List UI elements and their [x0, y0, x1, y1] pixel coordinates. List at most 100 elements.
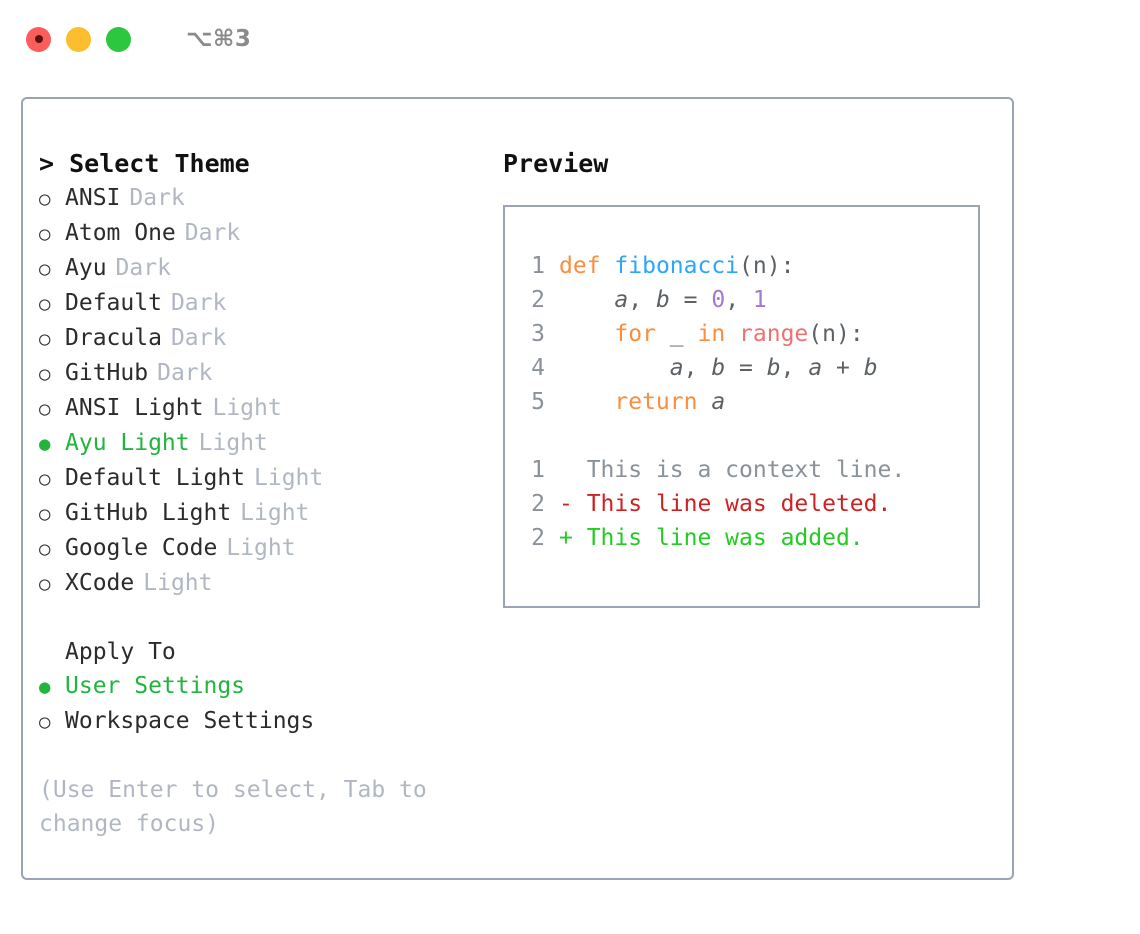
- theme-option-variant-tag: Dark: [115, 255, 171, 281]
- apply-to-option[interactable]: ● User Settings: [39, 669, 503, 704]
- apply-to-option-label: User Settings: [65, 673, 246, 699]
- code-token: 0: [711, 287, 726, 313]
- theme-option-variant-tag: Light: [212, 395, 282, 421]
- theme-option-label: Ayu: [65, 255, 107, 281]
- code-token: a: [669, 355, 684, 381]
- diff-line-text: This is a context line.: [586, 457, 906, 483]
- radio-selected-icon: ●: [39, 433, 51, 455]
- diff-line-number: 1: [531, 457, 545, 483]
- radio-empty-icon: ○: [39, 468, 51, 490]
- code-token: ,: [780, 355, 809, 381]
- theme-option-label: Default: [65, 290, 162, 316]
- radio-empty-icon: ○: [39, 711, 51, 733]
- code-token: fibonacci: [614, 253, 740, 279]
- code-token: a: [711, 389, 726, 415]
- theme-option[interactable]: ○ Ayu Dark: [39, 251, 503, 286]
- theme-option-variant-tag: Dark: [157, 360, 213, 386]
- code-token: [725, 321, 739, 347]
- diff-marker: -: [559, 491, 587, 517]
- theme-option[interactable]: ○ Atom One Dark: [39, 216, 503, 251]
- diff-line-text: This line was added.: [586, 525, 864, 551]
- theme-option[interactable]: ○ ANSI Light Light: [39, 391, 503, 426]
- title-bar: ⌥⌘3: [0, 0, 1140, 78]
- diff-marker: +: [559, 525, 587, 551]
- code-token: a: [808, 355, 823, 381]
- code-token: ,: [628, 287, 656, 313]
- code-token: b: [863, 355, 878, 381]
- code-token: b: [711, 355, 726, 381]
- code-token: [559, 355, 670, 381]
- code-token: b: [655, 287, 670, 313]
- theme-option-variant-tag: Dark: [170, 325, 227, 351]
- apply-to-option[interactable]: ○Workspace Settings: [39, 704, 503, 739]
- radio-empty-icon: ○: [39, 538, 51, 560]
- window-title: ⌥⌘3: [186, 26, 252, 52]
- theme-option[interactable]: ○ Default Light Light: [39, 461, 503, 496]
- window-controls: [26, 26, 131, 52]
- code-line-number: 1: [531, 253, 545, 279]
- theme-option-variant-tag: Light: [198, 430, 268, 456]
- theme-option-label: Default Light: [65, 465, 246, 491]
- radio-empty-icon: ○: [39, 363, 51, 385]
- minimize-button[interactable]: [66, 26, 91, 52]
- code-token: ,: [725, 287, 753, 313]
- close-button[interactable]: [26, 26, 51, 52]
- theme-option-variant-tag: Dark: [184, 220, 241, 246]
- code-token: [697, 389, 711, 415]
- theme-option-variant-tag: Dark: [170, 290, 227, 316]
- diff-sample: 1 This is a context line. 2- This line wa…: [523, 453, 978, 555]
- diff-marker: [559, 457, 587, 483]
- code-line-number: 2: [531, 287, 545, 313]
- diff-line-text: This line was deleted.: [586, 491, 892, 517]
- code-token: _: [655, 321, 698, 347]
- apply-to-heading: Apply To: [65, 639, 176, 665]
- code-token: for: [614, 321, 656, 347]
- theme-option-variant-tag: Light: [254, 465, 324, 491]
- radio-empty-icon: ○: [39, 398, 51, 420]
- diff-line-number: 2: [531, 525, 545, 551]
- code-token: [559, 389, 614, 415]
- code-line-number: 5: [531, 389, 545, 415]
- radio-empty-icon: ○: [39, 328, 51, 350]
- code-token: [601, 253, 615, 279]
- theme-option-variant-tag: Light: [143, 570, 213, 596]
- radio-empty-icon: ○: [39, 503, 51, 525]
- keyboard-hint: (Use Enter to select, Tab to change focu…: [39, 777, 441, 837]
- radio-selected-icon: ●: [39, 676, 51, 698]
- code-token: ,: [683, 355, 712, 381]
- theme-option-label: Google Code: [65, 535, 218, 561]
- radio-empty-icon: ○: [39, 223, 51, 245]
- code-line: 3 for _ in range(n):: [523, 317, 978, 351]
- radio-empty-icon: ○: [39, 573, 51, 595]
- theme-option-variant-tag: Dark: [129, 185, 185, 211]
- radio-empty-icon: ○: [39, 188, 51, 210]
- theme-option-label: Atom One: [65, 220, 176, 246]
- theme-option-label: ANSI Light: [65, 395, 204, 421]
- code-diff-gap: [523, 419, 978, 453]
- theme-option-label: ANSI: [65, 185, 121, 211]
- theme-option[interactable]: ○ GitHub Dark: [39, 356, 503, 391]
- theme-option[interactable]: ○ ANSI Dark: [39, 181, 503, 216]
- code-line-number: 4: [531, 355, 545, 381]
- code-token: def: [559, 253, 601, 279]
- diff-line-number: 2: [531, 491, 545, 517]
- code-token: range: [739, 321, 809, 347]
- list-spacer: [39, 601, 503, 635]
- maximize-button[interactable]: [106, 26, 131, 52]
- radio-empty-icon: ○: [39, 258, 51, 280]
- theme-option-label: GitHub: [65, 360, 149, 386]
- code-line: 4 a, b = b, a + b: [523, 351, 978, 385]
